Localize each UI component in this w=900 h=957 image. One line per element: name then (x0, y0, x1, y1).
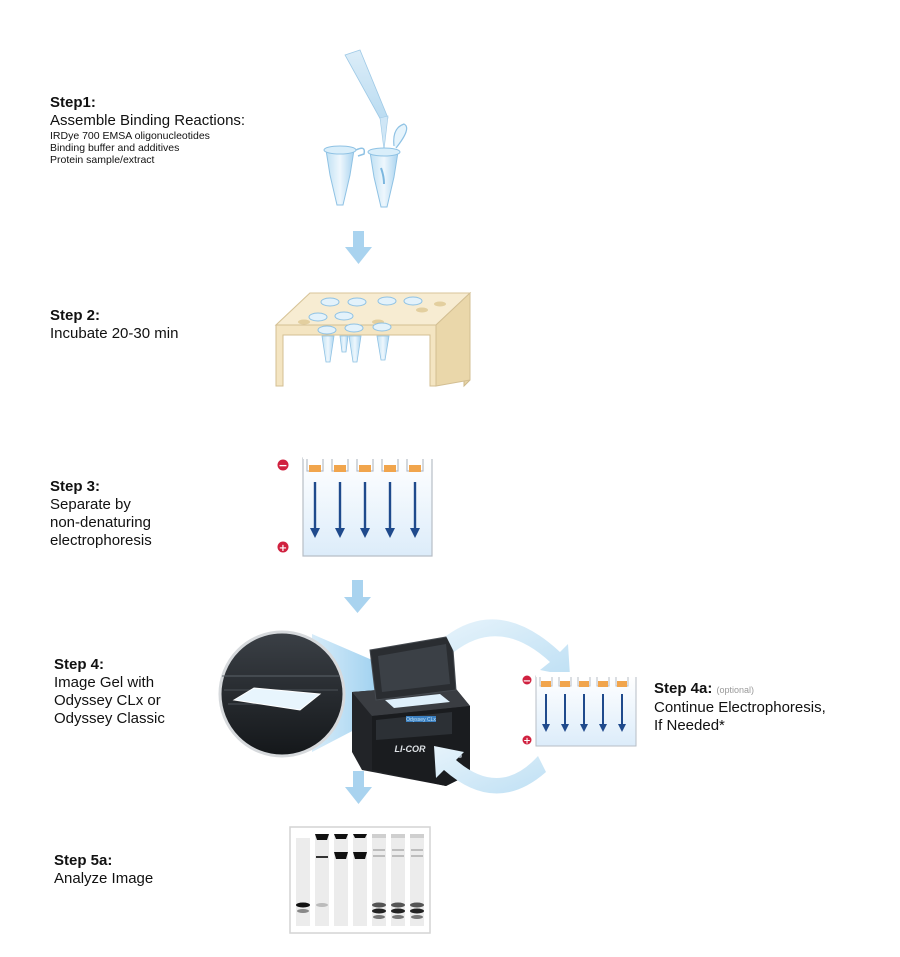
down-arrow-icon (344, 580, 371, 613)
step4-title: Step 4: (54, 656, 105, 673)
step4a-line: Continue Electrophoresis, (654, 699, 826, 716)
step4-line: Image Gel with (54, 674, 155, 691)
step4-label: Step 4: Image Gel with Odyssey CLx or Od… (54, 656, 165, 728)
negative-pole-sign: − (278, 459, 287, 472)
negative-pole-sign: − (523, 676, 531, 687)
step3-title: Step 3: (50, 478, 101, 495)
positive-pole-sign: + (523, 737, 531, 747)
step3-label: Step 3: Separate by non-denaturing elect… (50, 478, 152, 550)
step2-line: Incubate 20-30 min (50, 325, 179, 342)
odyssey-imager-icon: Odyssey CLx LI-COR (218, 630, 470, 786)
step4a-label: Step 4a: (optional) Continue Electrophor… (654, 680, 826, 735)
step2-label: Step 2: Incubate 20-30 min (50, 307, 178, 343)
step5a-label: Step 5a: Analyze Image (54, 852, 153, 888)
step1-label: Step1: Assemble Binding Reactions: IRDye… (50, 94, 245, 166)
down-arrow-icon (345, 771, 372, 804)
pipette-tubes-icon (323, 49, 408, 208)
positive-pole-sign: + (279, 543, 287, 554)
step2-title: Step 2: (50, 307, 101, 324)
cycle-arrow-top-icon (446, 619, 570, 676)
step3-line: non-denaturing (50, 514, 151, 531)
step1-item: Binding buffer and additives (50, 142, 180, 154)
step4a-line: If Needed* (654, 717, 725, 734)
negative-pole-icon (277, 459, 289, 471)
step4-line: Odyssey Classic (54, 710, 165, 727)
electrophoresis-gel-icon: − + (277, 454, 433, 557)
step3-line: Separate by (50, 496, 131, 513)
step4a-title: Step 4a: (654, 680, 713, 697)
gel-image-result-icon (289, 826, 431, 934)
step4-line: Odyssey CLx or (54, 692, 161, 709)
continue-electrophoresis-gel-icon: − + (522, 672, 637, 747)
instrument-display-label: Odyssey CLx (406, 717, 436, 723)
incubation-tray-icon (274, 291, 472, 388)
negative-pole-icon (522, 675, 532, 685)
step5a-title: Step 5a: (54, 852, 113, 869)
step3-line: electrophoresis (50, 532, 152, 549)
positive-pole-icon (277, 541, 289, 553)
cycle-arrow-bottom-icon (434, 746, 546, 794)
positive-pole-icon (522, 735, 532, 745)
step1-main: Assemble Binding Reactions: (50, 112, 246, 129)
step1-item: IRDye 700 EMSA oligonucleotides (50, 130, 210, 142)
step1-title: Step1: (50, 94, 96, 111)
step4a-optional: (optional) (716, 685, 755, 695)
down-arrow-icon (345, 231, 372, 264)
step4a-title-row: Step 4a: (optional) (654, 680, 826, 699)
licor-logo: LI-COR (395, 744, 426, 754)
step5a-line: Analyze Image (54, 870, 154, 887)
step1-item: Protein sample/extract (50, 154, 155, 166)
